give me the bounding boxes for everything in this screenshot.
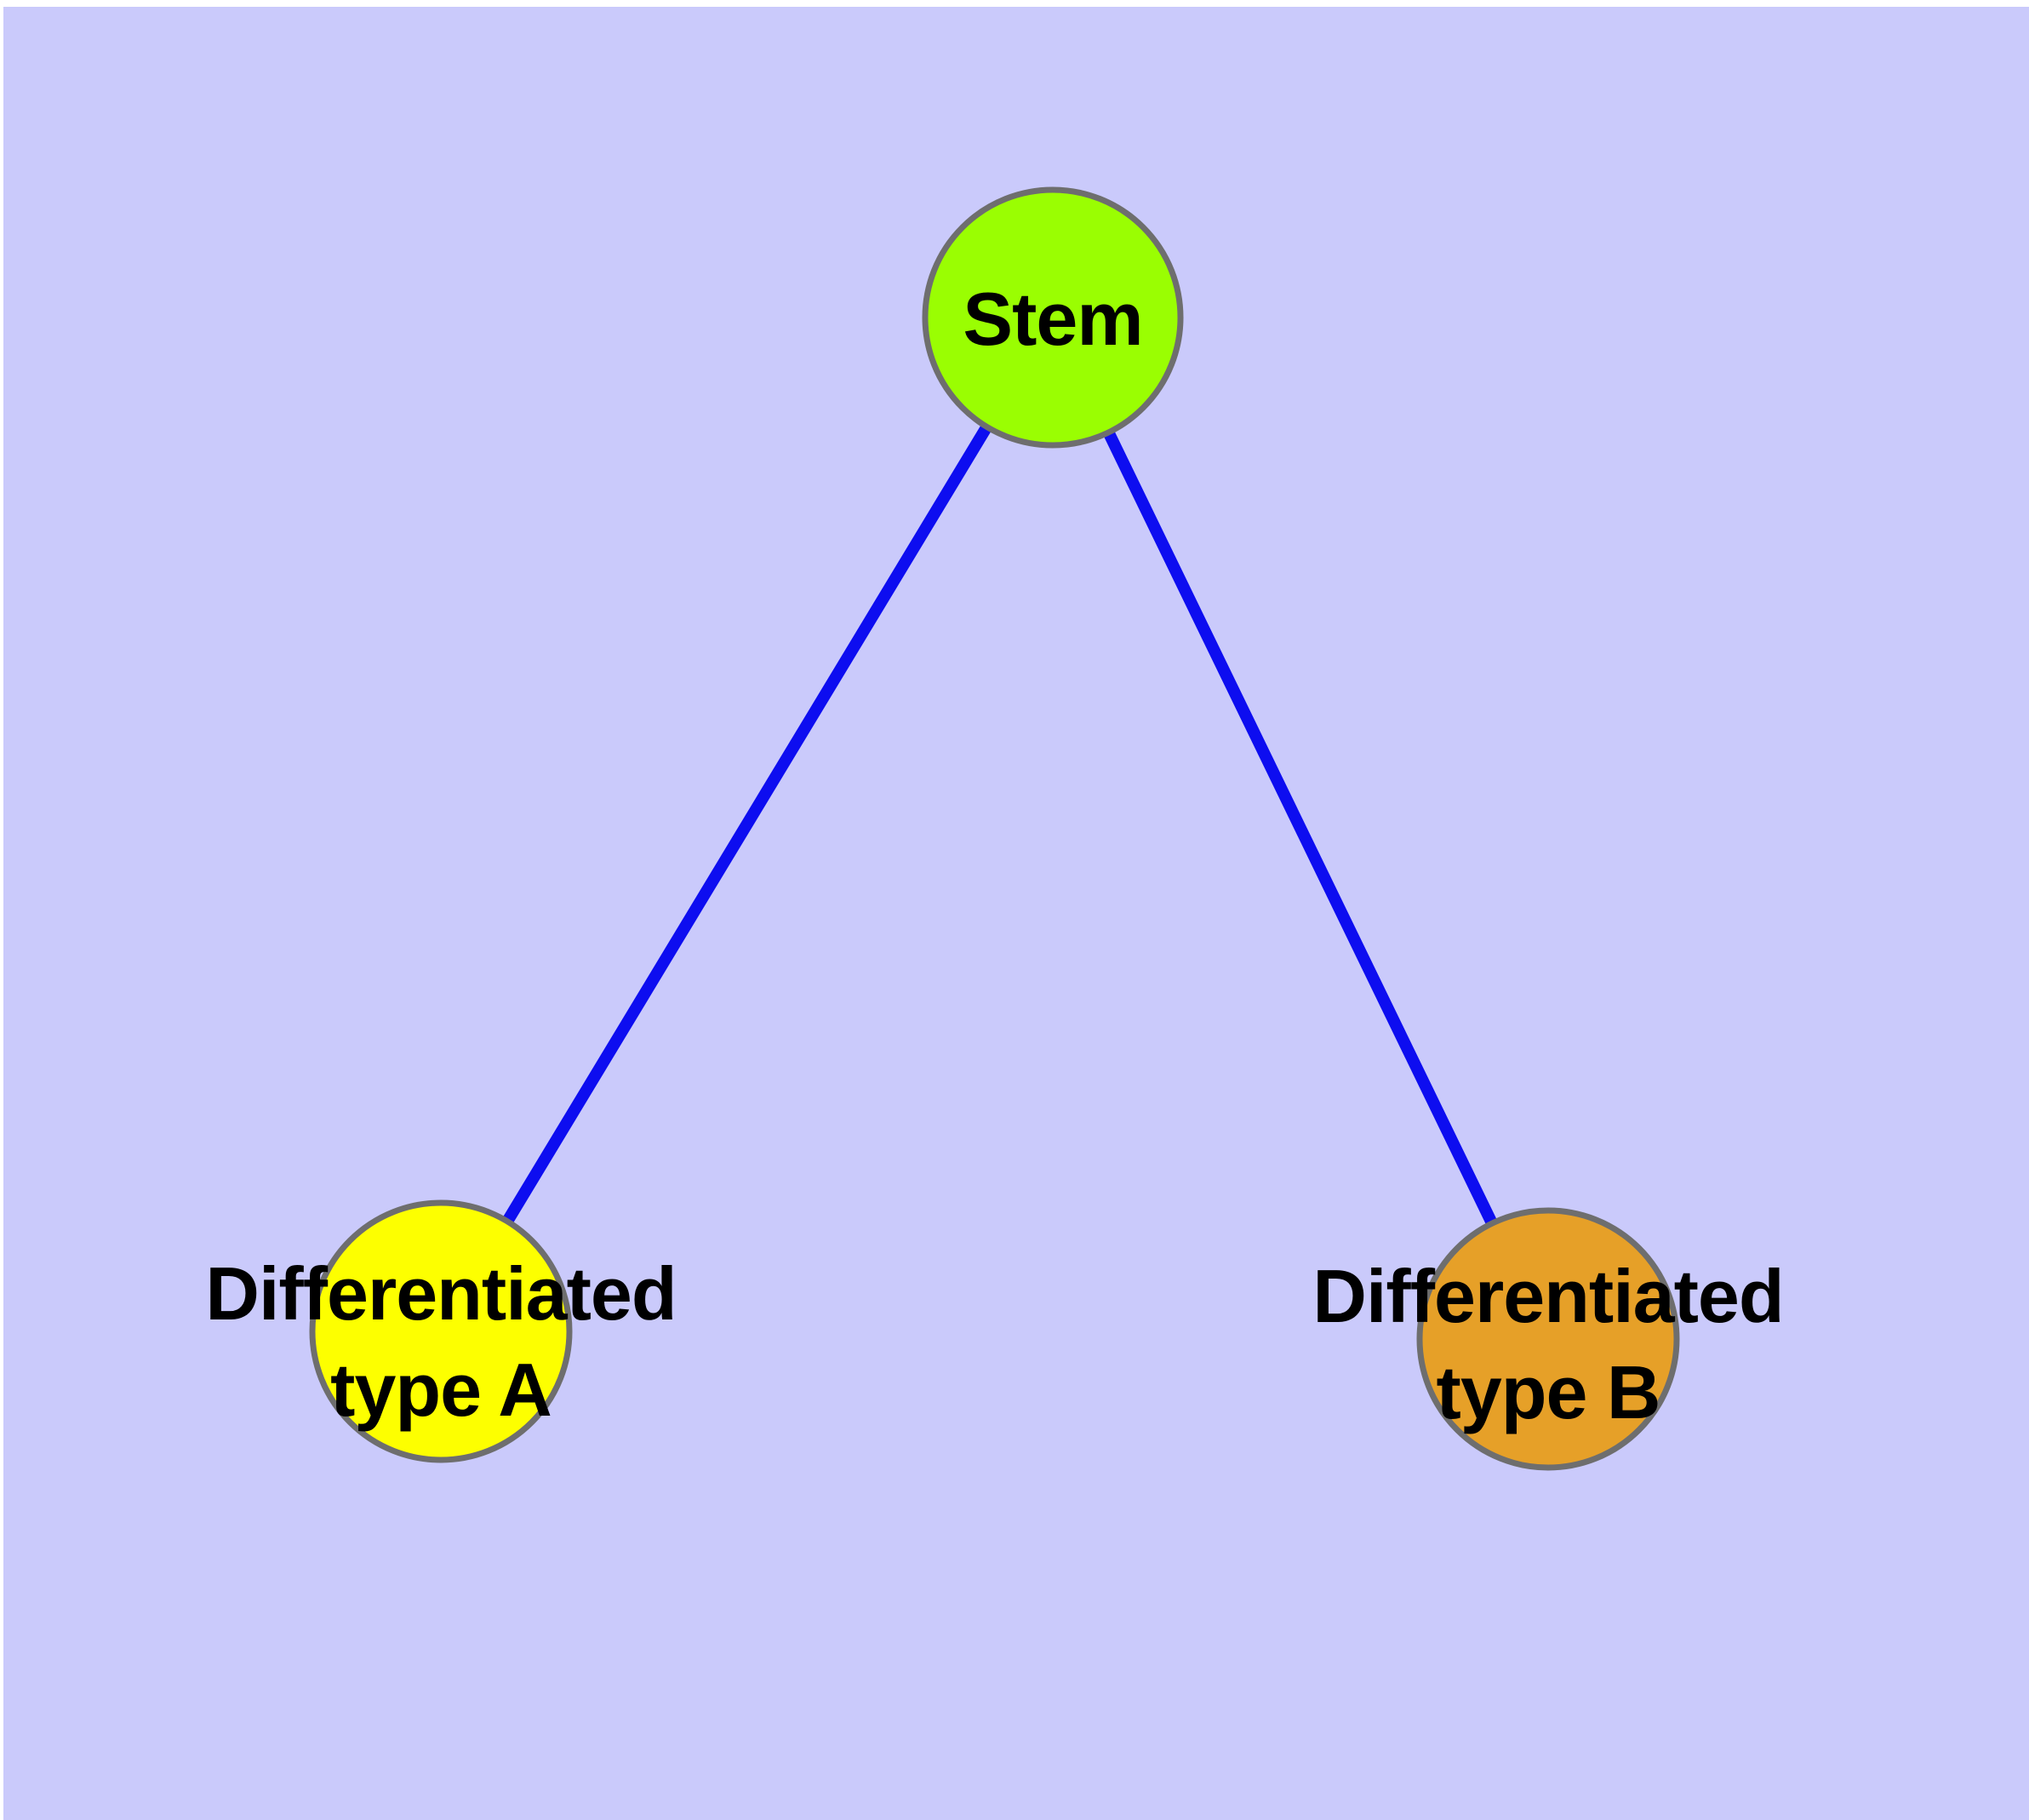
stem-node-label: Stem (963, 277, 1142, 361)
differentiated-type-b-label-line2: type B (1437, 1350, 1660, 1434)
edge-stem-to-type-b (1047, 314, 1554, 1342)
differentiated-type-a-label-line2: type A (330, 1348, 552, 1432)
differentiated-type-b-label-line1: Differentiated (1312, 1254, 1783, 1338)
differentiated-type-a-node-circle[interactable] (309, 1199, 573, 1463)
differentiated-type-b-node-circle[interactable] (1416, 1207, 1680, 1471)
stem-node-circle[interactable] (922, 186, 1184, 449)
edge-stem-to-type-a (436, 314, 1058, 1335)
differentiated-type-a-label-line1: Differentiated (205, 1251, 676, 1336)
